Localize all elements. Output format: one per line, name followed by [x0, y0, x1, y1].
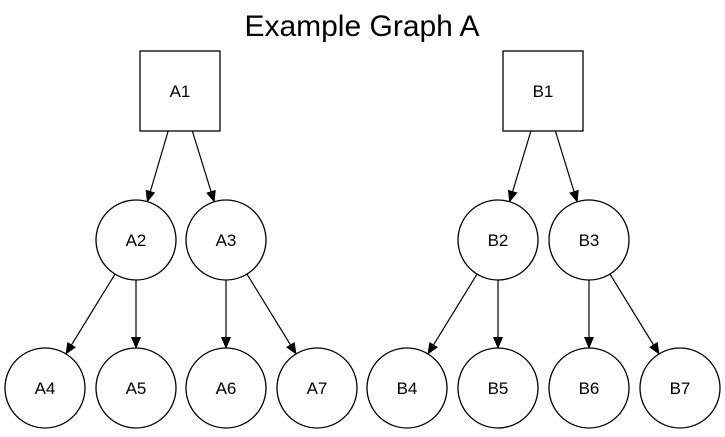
node-label: A5: [126, 379, 147, 398]
node-a6: A6: [185, 347, 267, 429]
edge-b1-to-b3: [554, 130, 579, 203]
edge-b2-to-b4: [427, 273, 478, 355]
node-circle-shape: [185, 199, 267, 281]
node-label: B5: [488, 379, 509, 398]
node-circle-shape: [4, 347, 86, 429]
edge-a1-to-a2: [145, 130, 169, 203]
node-label: B1: [533, 82, 554, 101]
node-circle-shape: [366, 347, 448, 429]
node-label: A6: [216, 379, 237, 398]
edges-layer: [65, 130, 660, 355]
node-label: A7: [307, 379, 328, 398]
node-b5: B5: [457, 347, 539, 429]
node-a4: A4: [4, 347, 86, 429]
node-circle-shape: [276, 347, 358, 429]
node-b1: B1: [502, 50, 584, 132]
node-label: A2: [126, 231, 147, 250]
node-b6: B6: [548, 347, 630, 429]
node-label: A1: [170, 82, 191, 101]
node-square-shape: [502, 50, 584, 132]
node-label: A4: [35, 379, 56, 398]
node-a2: A2: [95, 199, 177, 281]
node-label: B4: [397, 379, 418, 398]
node-label: B2: [488, 231, 509, 250]
node-a7: A7: [276, 347, 358, 429]
node-circle-shape: [95, 347, 177, 429]
node-circle-shape: [457, 347, 539, 429]
node-a1: A1: [139, 50, 221, 132]
edge-a1-to-a3: [191, 130, 216, 203]
node-b4: B4: [366, 347, 448, 429]
node-circle-shape: [548, 199, 630, 281]
node-circle-shape: [457, 199, 539, 281]
node-a3: A3: [185, 199, 267, 281]
edge-a3-to-a7: [246, 273, 297, 355]
diagram-title: Example Graph A: [244, 10, 479, 43]
node-label: B7: [670, 379, 691, 398]
node-b7: B7: [639, 347, 721, 429]
node-label: B3: [579, 231, 600, 250]
edge-a2-to-a4: [65, 273, 116, 355]
node-circle-shape: [95, 199, 177, 281]
edge-b1-to-b2: [507, 130, 532, 203]
edge-b3-to-b7: [609, 273, 660, 355]
node-circle-shape: [548, 347, 630, 429]
node-square-shape: [139, 50, 221, 132]
node-label: A3: [216, 231, 237, 250]
node-label: B6: [579, 379, 600, 398]
node-b2: B2: [457, 199, 539, 281]
node-b3: B3: [548, 199, 630, 281]
node-circle-shape: [185, 347, 267, 429]
node-a5: A5: [95, 347, 177, 429]
node-circle-shape: [639, 347, 721, 429]
